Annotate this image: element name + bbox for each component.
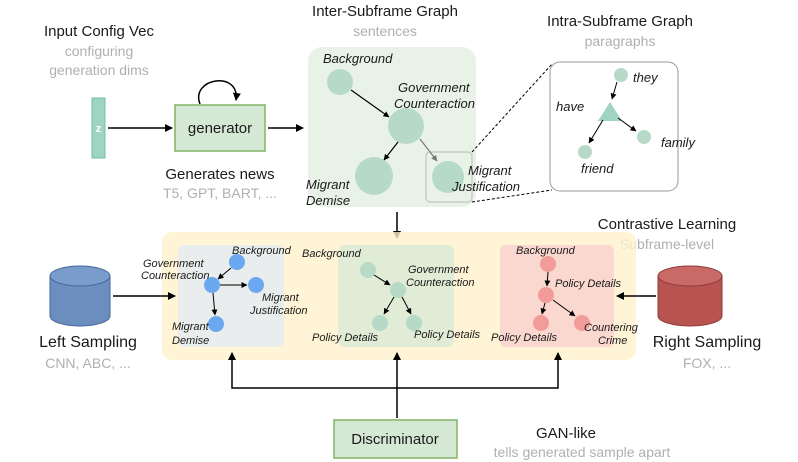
- blue-label-justification: Justification: [249, 305, 307, 317]
- green-node-policy-left: [372, 315, 388, 331]
- intra-graph-title: Intra-Subframe Graph: [547, 13, 693, 30]
- red-edge-policy-countering: [552, 299, 576, 317]
- green-label-policy-left: Policy Details: [312, 332, 379, 344]
- edge-background-gov: [350, 89, 390, 118]
- input-subtitle-line2: generation dims: [49, 62, 149, 78]
- blue-edge-bg-gov: [217, 267, 232, 280]
- intra-graph-subtitle: paragraphs: [585, 33, 656, 49]
- z-vector-box: [91, 97, 106, 159]
- zoom-line-top: [471, 63, 553, 153]
- red-label-policy-bottom: Policy Details: [491, 332, 558, 344]
- node-government-counteraction: [388, 108, 424, 144]
- node-migrant-demise: [355, 157, 393, 195]
- left-sampling-title: Left Sampling: [39, 334, 137, 351]
- word-node-friend: [578, 145, 592, 159]
- disc-connector-right: [397, 352, 562, 389]
- blue-label-demise: Demise: [172, 335, 209, 347]
- edge-they-have: [610, 81, 618, 100]
- label-counteraction: Counteraction: [394, 96, 475, 111]
- red-edge-policy-policy: [540, 302, 547, 315]
- contrastive-subtitle: Subframe-level: [620, 236, 714, 252]
- red-label-background: Background: [516, 245, 576, 257]
- blue-node-background: [229, 254, 245, 270]
- node-migrant-justification: [432, 161, 464, 193]
- generator-self-loop: [197, 80, 241, 105]
- green-edge-gov-left: [383, 296, 395, 315]
- word-family: family: [661, 135, 696, 150]
- green-label-background: Background: [302, 248, 362, 260]
- left-database-icon: [49, 265, 111, 327]
- word-friend: friend: [581, 161, 614, 176]
- blue-node-gov: [204, 277, 220, 293]
- green-label-counteraction: Counteraction: [406, 277, 475, 289]
- word-node-family: [637, 130, 651, 144]
- green-label-government: Government: [408, 264, 469, 276]
- green-node-policy-right: [406, 315, 422, 331]
- label-government: Government: [398, 80, 471, 95]
- discriminator-label: Discriminator: [351, 431, 439, 448]
- red-node-countering: [574, 315, 590, 331]
- word-node-have: [598, 102, 622, 121]
- label-demise: Demise: [306, 193, 350, 208]
- inter-graph-subtitle: sentences: [353, 23, 417, 39]
- red-label-crime: Crime: [598, 335, 627, 347]
- word-node-they: [614, 68, 628, 82]
- blue-node-demise: [208, 316, 224, 332]
- word-they: they: [633, 70, 659, 85]
- green-label-policy-right: Policy Details: [414, 329, 481, 341]
- green-edge-gov-right: [401, 296, 412, 315]
- discriminator-subcaption: tells generated sample apart: [494, 444, 671, 460]
- inter-graph-title: Inter-Subframe Graph: [312, 3, 458, 20]
- generator-models: T5, GPT, BART, ...: [163, 185, 277, 201]
- label-migrant-2: Migrant: [468, 163, 513, 178]
- label-background: Background: [323, 51, 393, 66]
- red-edge-bg-policy: [544, 271, 551, 287]
- left-sampling-sources: CNN, ABC, ...: [45, 355, 131, 371]
- red-node-background: [540, 256, 556, 272]
- blue-graph-panel: [178, 245, 284, 347]
- green-node-background: [360, 262, 376, 278]
- zoom-highlight-box: [425, 151, 473, 203]
- contrastive-title: Contrastive Learning: [598, 216, 736, 233]
- generator-label: generator: [188, 120, 252, 137]
- edge-have-family: [617, 117, 637, 132]
- word-have: have: [556, 99, 584, 114]
- zoom-line-bottom: [471, 189, 553, 203]
- blue-label-migrant-2: Migrant: [172, 321, 210, 333]
- z-vector-label: z: [96, 123, 102, 135]
- green-node-gov: [390, 282, 406, 298]
- blue-label-migrant-1: Migrant: [262, 292, 300, 304]
- blue-label-counteraction: Counteraction: [141, 270, 210, 282]
- generator-caption: Generates news: [165, 166, 274, 183]
- label-migrant-1: Migrant: [306, 177, 351, 192]
- input-subtitle-line1: configuring: [65, 43, 134, 59]
- intra-graph-panel: [549, 61, 679, 192]
- discriminator-caption: GAN-like: [536, 425, 596, 442]
- red-label-countering: Countering: [584, 322, 639, 334]
- blue-edge-gov-demise: [211, 292, 218, 316]
- edge-have-friend: [588, 119, 604, 144]
- right-sampling-sources: FOX, ...: [683, 355, 731, 371]
- blue-label-background: Background: [232, 245, 292, 257]
- red-label-policy-top: Policy Details: [555, 278, 622, 290]
- right-database-icon: [657, 265, 723, 327]
- edge-gov-justification: [419, 138, 438, 162]
- red-node-policy-bottom: [533, 315, 549, 331]
- green-edge-bg-gov: [373, 274, 391, 286]
- edge-gov-demise: [383, 141, 399, 161]
- generator-box[interactable]: [174, 104, 266, 152]
- node-background: [327, 69, 353, 95]
- label-justification: Justification: [451, 179, 520, 194]
- blue-label-government: Government: [143, 258, 204, 270]
- discriminator-box[interactable]: [333, 419, 458, 459]
- input-title: Input Config Vec: [44, 23, 155, 40]
- blue-node-justification: [248, 277, 264, 293]
- disc-connector-left: [228, 352, 397, 389]
- right-sampling-title: Right Sampling: [653, 334, 762, 351]
- red-node-policy-top: [538, 287, 554, 303]
